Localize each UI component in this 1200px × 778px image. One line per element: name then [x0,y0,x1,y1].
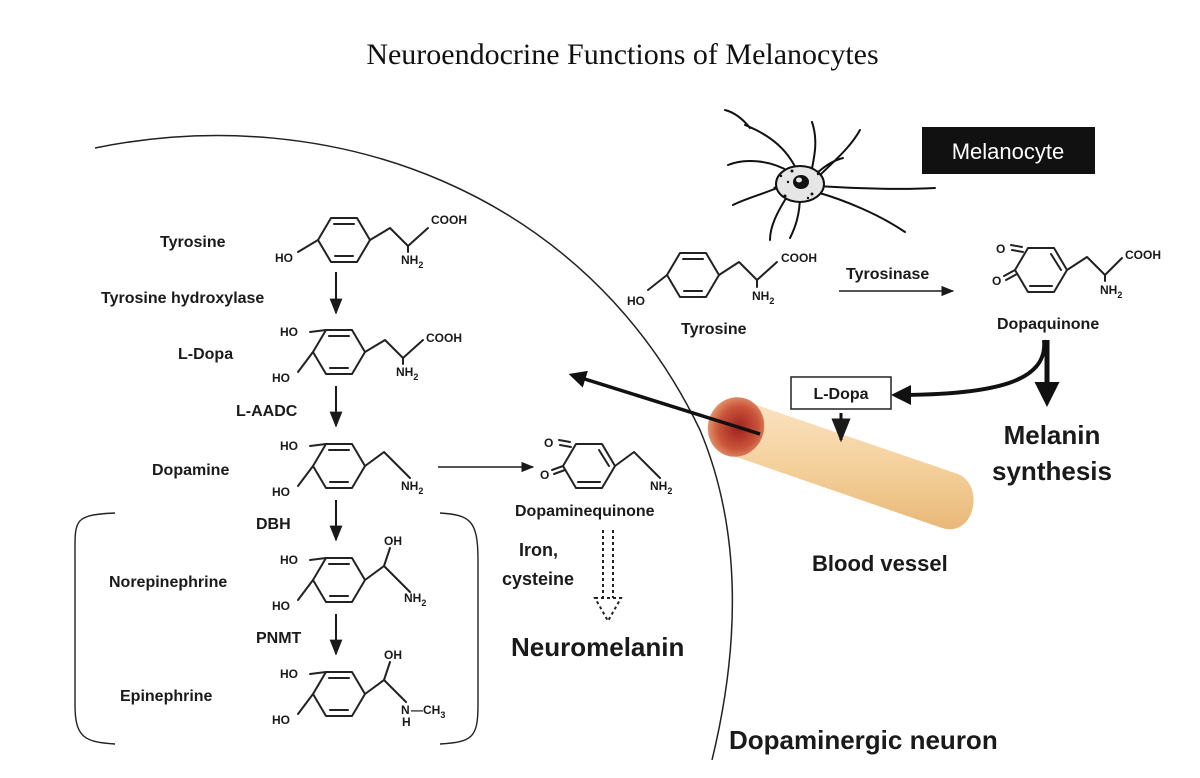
amine-label: NH2 [650,479,672,496]
dopaminequinone-label: Dopaminequinone [515,503,655,520]
carboxyl-label: COOH [1125,248,1161,262]
tyrosinase-label: Tyrosinase [846,266,929,283]
amine-label: NH2 [396,365,418,382]
blood-vessel-label: Blood vessel [812,551,948,576]
amine-label: NH2 [401,253,423,270]
melanocyte-label: Melanocyte [952,139,1065,164]
hydroxyl-label: HO [272,371,290,385]
l-dopa-box [790,376,892,410]
dopaminequinone-structure: O O NH2 [540,436,672,496]
amine-label: NH2 [1100,283,1122,300]
dbh-label: DBH [256,516,291,533]
carboxyl-label: COOH [781,251,817,265]
oxygen-label: O [996,242,1005,256]
hydroxyl-label: OH [384,648,402,662]
hydroxyl-label: HO [627,294,645,308]
synthesis-label: synthesis [992,456,1112,486]
cysteine-label: cysteine [502,569,574,589]
l-aadc-label: L-AADC [236,403,298,420]
bracket-left [74,512,116,745]
nitrogen-label: N [401,703,410,717]
iron-label: Iron, [519,540,558,560]
carboxyl-label: COOH [431,213,467,227]
neuromelanin-label: Neuromelanin [511,632,684,662]
melanocyte-badge [922,127,1095,174]
hydroxyl-label: HO [272,713,290,727]
l-dopa-label: L-Dopa [178,346,233,363]
tyrosine-hydroxylase-label: Tyrosine hydroxylase [101,290,264,307]
norepinephrine-structure: HO HO OH NH2 [272,534,426,613]
amine-label: NH2 [752,289,774,306]
bracket-right [439,512,479,745]
oxygen-label: O [540,468,549,482]
melanin-label: Melanin [1004,420,1101,450]
tyrosine-structure: HO COOH NH2 [275,213,467,270]
diagram-title: Neuroendocrine Functions of Melanocytes [366,38,879,71]
hydroxyl-label: HO [280,553,298,567]
hydrogen-label: H [402,715,411,729]
epinephrine-label: Epinephrine [120,688,213,705]
melanocyte-body [773,165,825,203]
blood-vessel [707,397,974,530]
arrow-ldopa-uptake [568,370,761,436]
arrow-dopaquinone-ldopa [891,339,1047,405]
dopaquinone-structure: O O COOH NH2 [992,242,1161,300]
amine-label: NH2 [404,591,426,608]
dopaquinone-label: Dopaquinone [997,316,1099,333]
hydroxyl-label: OH [384,534,402,548]
l-dopa-structure: HO HO COOH NH2 [272,325,462,385]
hydroxyl-label: HO [272,599,290,613]
melanocyte-tyrosine-label: Tyrosine [681,321,747,338]
hydroxyl-label: HO [280,667,298,681]
pnmt-label: PNMT [256,630,302,647]
tyrosine-label: Tyrosine [160,234,226,251]
hydroxyl-label: HO [275,251,293,265]
oxygen-label: O [544,436,553,450]
dopamine-structure: HO HO NH2 [272,439,423,499]
methyl-label: —CH3 [411,703,445,720]
amine-label: NH2 [401,479,423,496]
hydroxyl-label: HO [272,485,290,499]
dopaminergic-neuron-label: Dopaminergic neuron [729,725,998,755]
l-dopa-box-label: L-Dopa [813,386,868,403]
melanocyte-tyrosine-structure: HO COOH NH2 [627,251,817,308]
hydroxyl-label: HO [280,439,298,453]
hydroxyl-label: HO [280,325,298,339]
epinephrine-structure: HO HO OH N H —CH3 [272,648,445,729]
norepinephrine-label: Norepinephrine [109,574,227,591]
dotted-arrow-neuromelanin [593,530,623,624]
dopamine-label: Dopamine [152,462,229,479]
carboxyl-label: COOH [426,331,462,345]
neuron-membrane [94,134,734,761]
melanocyte-cell [724,109,936,241]
oxygen-label: O [992,274,1001,288]
